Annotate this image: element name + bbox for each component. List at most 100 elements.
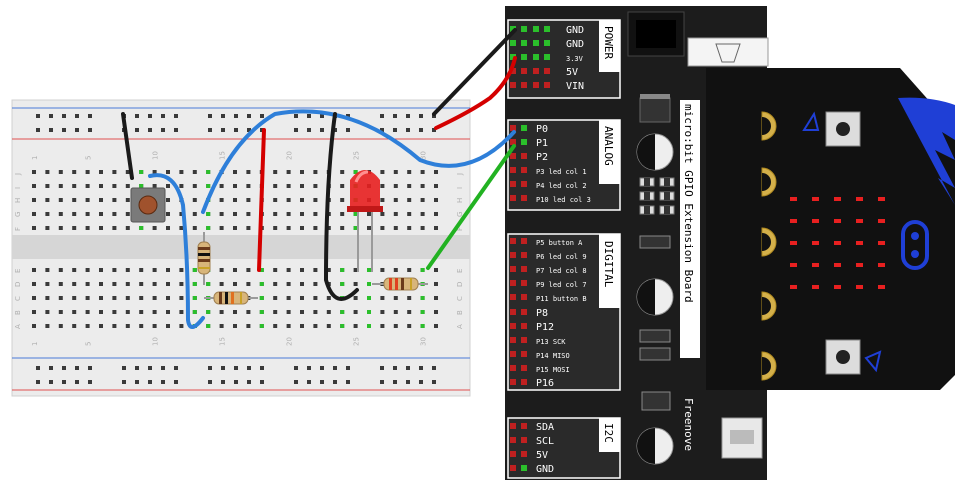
digital-title: DIGITAL: [602, 241, 615, 288]
breadboard-hole: [246, 268, 251, 272]
breadboard-hole: [313, 226, 318, 230]
rail-hole: [247, 114, 251, 118]
breadboard-hole: [112, 184, 117, 188]
header-pin: [510, 68, 516, 74]
rail-hole: [88, 380, 92, 384]
breadboard-hole: [219, 184, 224, 188]
rail-hole: [135, 366, 139, 370]
breadboard-hole: [407, 212, 412, 216]
smd-regulator: [641, 391, 671, 411]
breadboard-hole: [326, 226, 331, 230]
breadboard-hole: [219, 310, 224, 314]
breadboard-hole: [179, 324, 184, 328]
breadboard-hole-connected: [192, 282, 197, 286]
header-pin: [510, 26, 516, 32]
breadboard-hole: [273, 226, 278, 230]
rail-hole: [247, 128, 251, 132]
breadboard-hole: [233, 324, 237, 328]
header-pin: [510, 379, 516, 385]
breadboard-hole: [179, 268, 184, 272]
header-pin: [510, 252, 516, 258]
header-pin: [510, 365, 516, 371]
digital-pin-label: P16: [536, 378, 554, 389]
rail-hole: [307, 380, 311, 384]
rail-hole: [307, 114, 311, 118]
breadboard-hole: [45, 310, 50, 314]
breadboard-hole: [32, 268, 36, 272]
rail-hole: [432, 128, 436, 132]
breadboard-hole: [45, 268, 50, 272]
header-pin: [533, 82, 539, 88]
breadboard-hole: [166, 212, 170, 216]
usb-port: [730, 430, 754, 444]
breadboard-hole: [139, 324, 144, 328]
breadboard-hole: [233, 282, 237, 286]
breadboard-hole: [125, 198, 130, 202]
button-a[interactable]: [825, 111, 861, 147]
breadboard-hole: [58, 310, 63, 314]
breadboard-hole: [286, 282, 291, 286]
resistor-band: [395, 278, 398, 290]
header-pin: [544, 82, 550, 88]
power-pin-label: 3.3V: [566, 55, 584, 63]
breadboard-hole: [152, 282, 157, 286]
column-number: 25: [353, 337, 361, 346]
breadboard-hole: [179, 226, 184, 230]
breadboard-hole: [246, 324, 251, 328]
resistor-vertical: [197, 232, 211, 285]
rail-hole: [234, 114, 238, 118]
breadboard-hole: [166, 268, 170, 272]
header-pin: [521, 153, 527, 159]
rail-hole: [49, 114, 53, 118]
header-pin: [510, 337, 516, 343]
breadboard-hole-connected: [340, 282, 345, 286]
rail-hole: [36, 366, 40, 370]
power-pin-labels: GND GND 3.3V 5V VIN: [566, 25, 584, 92]
header-pin: [510, 181, 516, 187]
matrix-led: [878, 219, 885, 223]
breadboard-hole: [340, 198, 345, 202]
header-pin: [544, 54, 550, 60]
logo-dot: [911, 232, 919, 240]
breadboard-hole: [58, 296, 63, 300]
breadboard-hole: [45, 226, 50, 230]
matrix-led: [812, 197, 819, 201]
breadboard-hole: [407, 226, 412, 230]
breadboard-hole: [85, 212, 90, 216]
header-pin: [510, 167, 516, 173]
header-pin: [521, 437, 527, 443]
breadboard-hole: [58, 212, 63, 216]
breadboard-hole: [393, 184, 398, 188]
breadboard-hole: [286, 296, 291, 300]
breadboard-hole: [340, 170, 345, 174]
rail-hole: [307, 366, 311, 370]
breadboard-hole: [420, 198, 425, 202]
breadboard-hole-connected: [206, 226, 211, 230]
breadboard-hole: [112, 268, 117, 272]
row-letter: I: [14, 187, 22, 189]
rail-hole: [320, 366, 324, 370]
breadboard-hole: [72, 296, 77, 300]
i2c-pin-label: GND: [536, 464, 554, 475]
breadboard-hole-connected: [206, 310, 211, 314]
breadboard-hole: [112, 198, 117, 202]
breadboard-hole: [300, 296, 304, 300]
rail-hole: [419, 114, 423, 118]
matrix-led: [856, 285, 863, 289]
breadboard-hole: [45, 170, 50, 174]
i2c-title-box: [599, 418, 620, 452]
breadboard-hole: [192, 170, 197, 174]
smd-chip: [639, 329, 671, 343]
header-pin: [510, 451, 516, 457]
breadboard-hole: [273, 324, 278, 328]
power-title-box: [599, 20, 620, 72]
breadboard-hole: [393, 212, 398, 216]
column-number: 20: [286, 337, 294, 346]
header-pin: [521, 309, 527, 315]
breadboard-hole: [326, 296, 331, 300]
breadboard-hole: [112, 170, 117, 174]
rail-hole: [320, 380, 324, 384]
rail-hole: [62, 114, 66, 118]
rail-hole: [294, 380, 298, 384]
